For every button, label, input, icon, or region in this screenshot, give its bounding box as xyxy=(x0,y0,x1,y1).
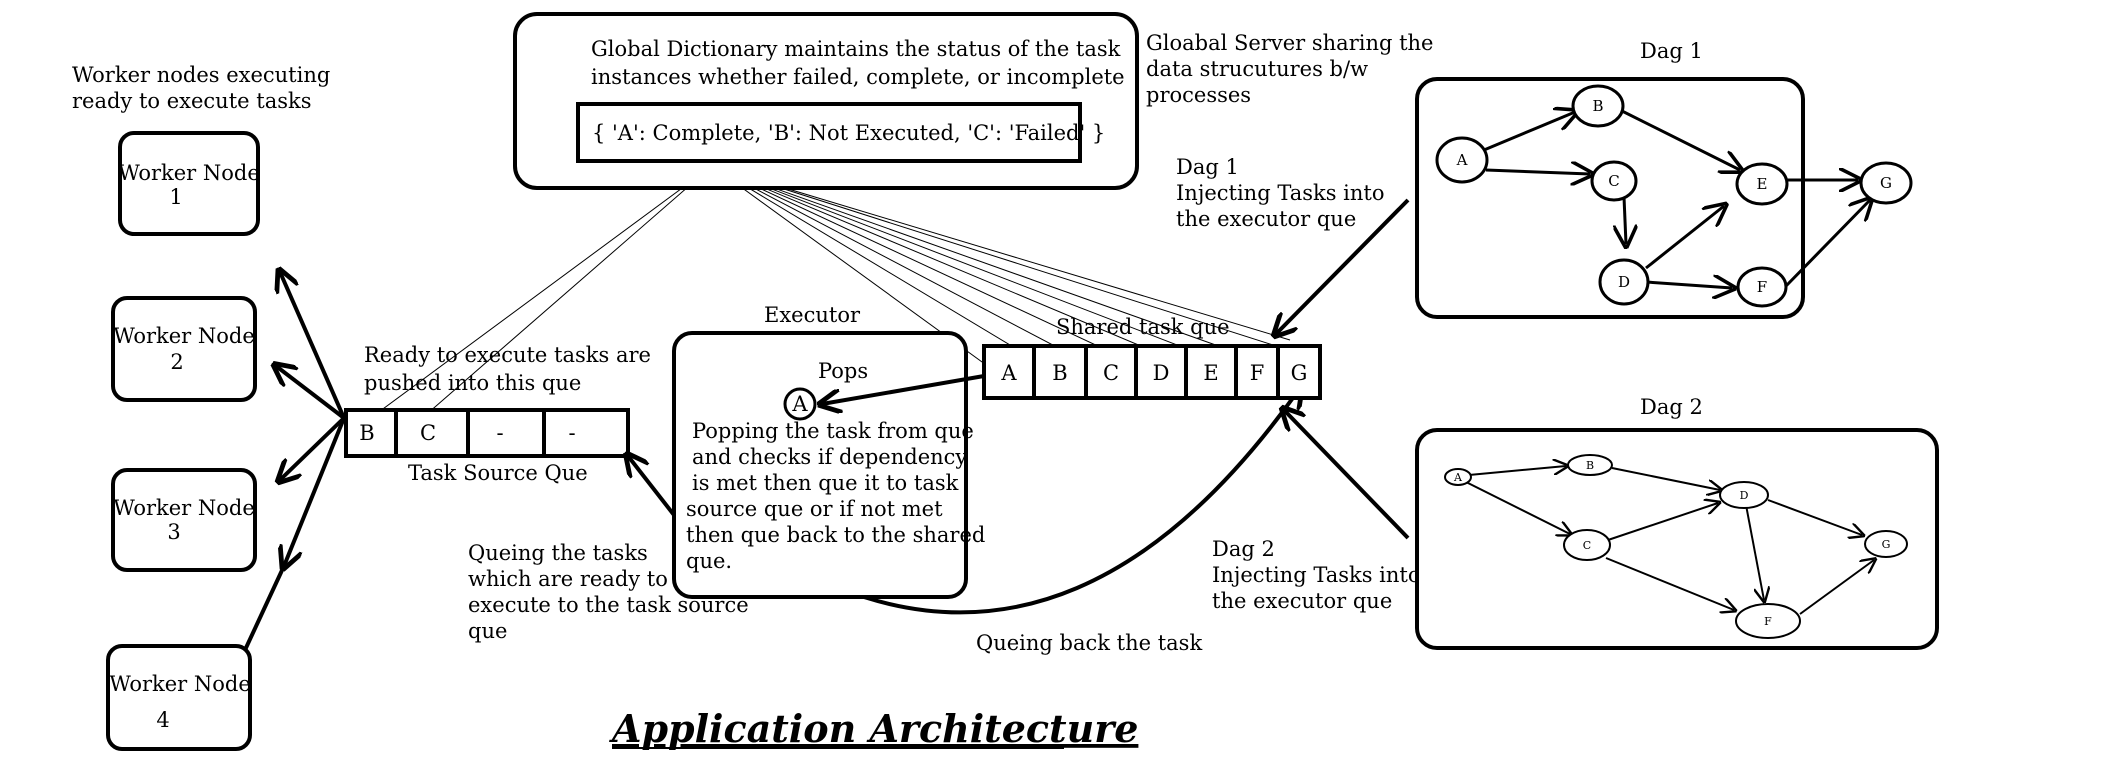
shared-cell-5: E xyxy=(1203,361,1218,385)
queing-caption-line-3: execute to the task source xyxy=(468,593,749,617)
dag1-node-g: G xyxy=(1880,174,1892,192)
dictionary-description-line-1: Global Dictionary maintains the status o… xyxy=(591,37,1121,61)
pop-arrow xyxy=(822,374,985,404)
dag2-title: Dag 2 xyxy=(1640,395,1703,419)
shared-cell-3: C xyxy=(1103,361,1119,385)
worker-node-4: Worker Node 4 xyxy=(106,644,252,751)
source-cell-3: - xyxy=(496,421,503,445)
source-cell-4: - xyxy=(568,421,575,445)
source-que-caption-line-2: pushed into this que xyxy=(364,371,581,395)
worker-node-3-number: 3 xyxy=(167,520,180,544)
executor-desc-4: source que or if not met xyxy=(686,497,943,521)
worker-caption-line-2: ready to execute tasks xyxy=(72,89,312,113)
worker-node-1-label: Worker Node xyxy=(118,161,260,185)
server-caption-line-2: data strucutures b/w xyxy=(1146,57,1368,81)
dag1-node-f: F xyxy=(1757,278,1767,296)
dag2-node-a: A xyxy=(1453,471,1463,484)
dag1-node-c: C xyxy=(1608,172,1619,190)
dag1-inject-line-2: Injecting Tasks into xyxy=(1176,181,1385,205)
worker-caption-line-1: Worker nodes executing xyxy=(72,63,330,87)
queue-to-source-arrow xyxy=(628,456,676,517)
dag1-node-d: D xyxy=(1618,273,1630,291)
dag1-node-b: B xyxy=(1592,97,1603,115)
source-cell-2: C xyxy=(420,421,436,445)
shared-cell-4: D xyxy=(1153,361,1170,385)
dag2: A B C D F G xyxy=(1415,428,1939,650)
dag2-node-g: G xyxy=(1882,538,1891,551)
shared-cell-1: A xyxy=(1000,361,1017,385)
source-que-label: Task Source Que xyxy=(408,461,588,485)
worker-node-2: Worker Node 2 xyxy=(111,296,257,402)
worker-node-4-label: Worker Node xyxy=(109,672,251,696)
global-dictionary: { 'A': Complete, 'B': Not Executed, 'C':… xyxy=(592,121,1105,145)
shared-cell-6: F xyxy=(1250,361,1265,385)
pops-label: Pops xyxy=(818,359,868,383)
dag2-inject-line-3: the executor que xyxy=(1212,589,1392,613)
dictionary-link-lines xyxy=(367,165,1321,421)
shared-cell-7: G xyxy=(1291,361,1308,385)
queue-back-arrow xyxy=(863,388,1300,615)
worker-node-3-label: Worker Node xyxy=(113,496,255,520)
server-caption-line-1: Gloabal Server sharing the xyxy=(1146,31,1433,55)
dag2-inject-line-2: Injecting Tasks into xyxy=(1212,563,1421,587)
dag1-title: Dag 1 xyxy=(1640,39,1703,63)
dag1-inject-arrow xyxy=(1276,198,1410,334)
executor-desc-1: Popping the task from que xyxy=(692,419,974,443)
dag2-node-d: D xyxy=(1740,489,1749,502)
executor-desc-2: and checks if dependency xyxy=(692,445,967,469)
popped-task: A xyxy=(791,392,808,416)
queing-back-caption: Queing back the task xyxy=(976,631,1202,655)
dag1-node-e: E xyxy=(1757,175,1768,193)
worker-node-1: Worker Node 1 xyxy=(118,131,260,236)
dispatch-arrows xyxy=(243,272,346,651)
dag2-node-b: B xyxy=(1586,459,1594,472)
dag2-inject-arrow xyxy=(1284,410,1410,540)
dag1: A B C D E F G xyxy=(1415,77,1913,319)
dag1-inject-line-3: the executor que xyxy=(1176,207,1356,231)
dag1-node-a: A xyxy=(1456,151,1468,169)
shared-cell-2: B xyxy=(1052,361,1067,385)
worker-node-2-label: Worker Node xyxy=(113,324,255,348)
shared-task-que: A B C D E F G xyxy=(982,344,1322,400)
worker-node-1-number: 1 xyxy=(169,185,182,209)
global-server: Global Dictionary maintains the status o… xyxy=(513,12,1139,190)
server-caption-line-3: processes xyxy=(1146,83,1251,107)
shared-que-caption: Shared task que xyxy=(1056,315,1230,339)
worker-node-3: Worker Node 3 xyxy=(111,468,257,572)
executor: Pops A Popping the task from que and che… xyxy=(672,331,985,599)
executor-desc-5: then que back to the shared xyxy=(686,523,985,547)
source-que-caption-line-1: Ready to execute tasks are xyxy=(364,343,651,367)
dictionary-description-line-2: instances whether failed, complete, or i… xyxy=(591,65,1125,89)
executor-desc-3: is met then que it to task xyxy=(692,471,959,495)
dag2-node-f: F xyxy=(1764,615,1772,628)
worker-node-2-number: 2 xyxy=(170,350,183,374)
queing-caption-line-4: que xyxy=(468,619,507,643)
dag2-node-c: C xyxy=(1583,539,1591,552)
executor-title: Executor xyxy=(764,303,861,327)
queing-caption-line-2: which are ready to xyxy=(468,567,668,591)
dag1-inject-line-1: Dag 1 xyxy=(1176,155,1239,179)
dag2-inject-line-1: Dag 2 xyxy=(1212,537,1275,561)
queing-caption-line-1: Queing the tasks xyxy=(468,541,648,565)
diagram-title: Application Architecture xyxy=(609,706,1138,751)
task-source-que: B C - - xyxy=(344,408,630,458)
source-cell-1: B xyxy=(359,421,374,445)
executor-desc-6: que. xyxy=(686,549,732,573)
worker-node-4-number: 4 xyxy=(156,708,169,732)
